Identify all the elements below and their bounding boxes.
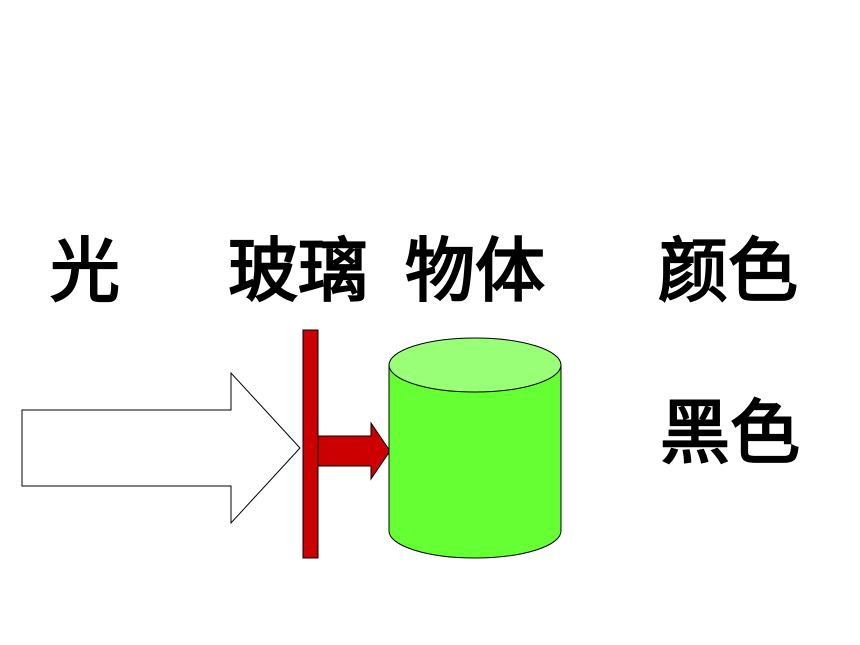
cylinder-body bbox=[388, 364, 562, 559]
color-result-label: 黑色 bbox=[660, 392, 800, 474]
glass-label: 玻璃 bbox=[228, 230, 368, 312]
transmitted-red-light-arrow bbox=[317, 421, 391, 481]
object-label: 物体 bbox=[405, 230, 545, 312]
red-glass-pane bbox=[302, 329, 319, 559]
cylinder-top bbox=[388, 337, 562, 393]
color-heading-label: 颜色 bbox=[658, 230, 798, 312]
light-label: 光 bbox=[50, 230, 120, 312]
incoming-light-arrow bbox=[21, 371, 301, 525]
green-cylinder-object bbox=[388, 337, 562, 559]
